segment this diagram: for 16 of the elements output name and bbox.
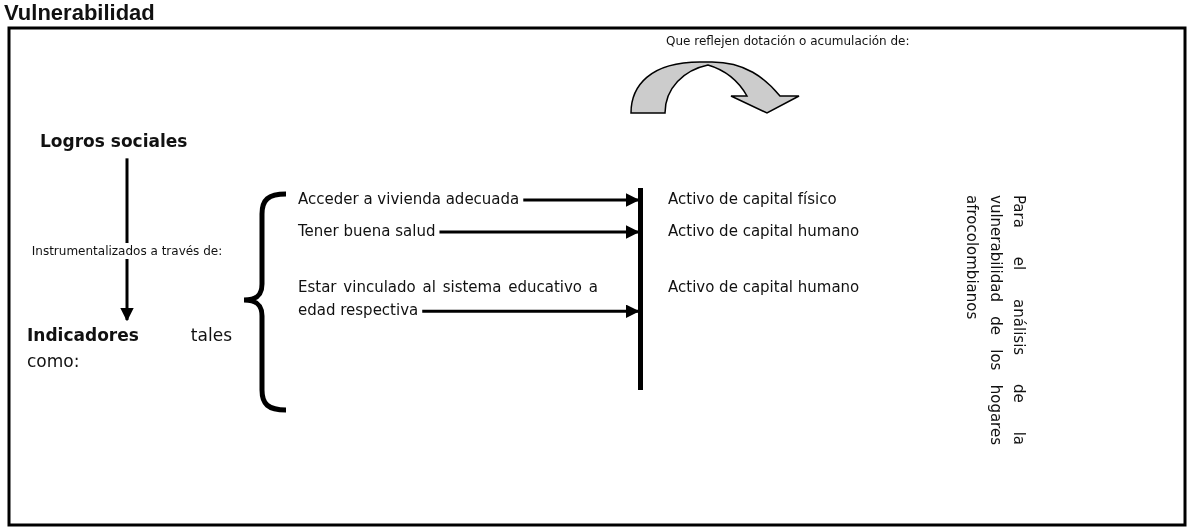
- arrow: [523, 193, 640, 207]
- arrow: [120, 158, 134, 322]
- node-text: Acceder a vivienda adecuada: [298, 189, 521, 210]
- node-text: Activo de capital humano: [668, 277, 861, 298]
- node-text: Indicadores tales como:: [27, 324, 232, 374]
- vertical-bar: [638, 188, 643, 390]
- arrow: [422, 304, 640, 318]
- heading-text: Logros sociales: [40, 130, 189, 153]
- node-text: Activo de capital humano: [668, 221, 861, 242]
- node-text: Estar vinculado al sistema educativo a edad respectiva: [298, 277, 598, 322]
- arrow: [439, 225, 640, 239]
- node-text: Activo de capital físico: [668, 189, 838, 210]
- node-text: Tener buena salud: [298, 221, 437, 242]
- title: Vulnerabilidad: [4, 0, 155, 26]
- vertical-text: Para el análisis de la vulnerabilidad de los hogares afrocolombianos: [962, 195, 1029, 445]
- note-text: Que reflejen dotación o acumulación de:: [666, 33, 911, 50]
